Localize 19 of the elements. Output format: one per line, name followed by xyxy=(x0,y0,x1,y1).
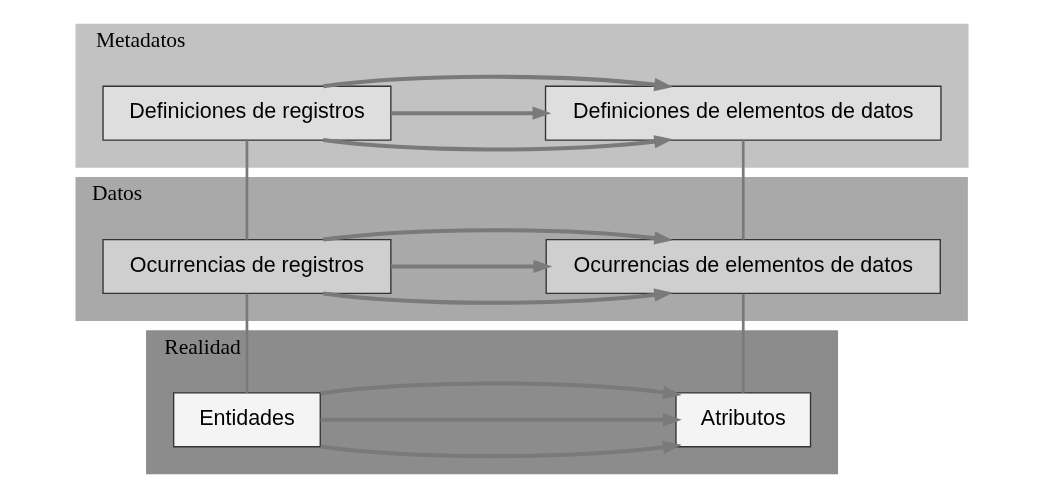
arrow xyxy=(320,413,682,427)
connector xyxy=(741,293,745,393)
node-box: Definiciones de registros xyxy=(101,85,392,141)
connector xyxy=(245,140,248,240)
arrow xyxy=(390,259,552,274)
node-box: Ocurrencias de elementos de datos xyxy=(545,238,941,295)
arrow xyxy=(319,381,682,399)
node-box: Ocurrencias de registros xyxy=(101,238,392,295)
arrow xyxy=(390,106,551,120)
arrow xyxy=(322,135,673,152)
arrow xyxy=(322,228,673,245)
arrow xyxy=(322,74,673,92)
arrow xyxy=(322,288,673,305)
arrow xyxy=(319,440,682,459)
node-box: Definiciones de elementos de datos xyxy=(544,85,942,141)
node-box: Atributos xyxy=(674,392,811,448)
connector xyxy=(245,293,248,393)
node-box: Entidades xyxy=(172,392,321,448)
connector xyxy=(741,140,745,240)
